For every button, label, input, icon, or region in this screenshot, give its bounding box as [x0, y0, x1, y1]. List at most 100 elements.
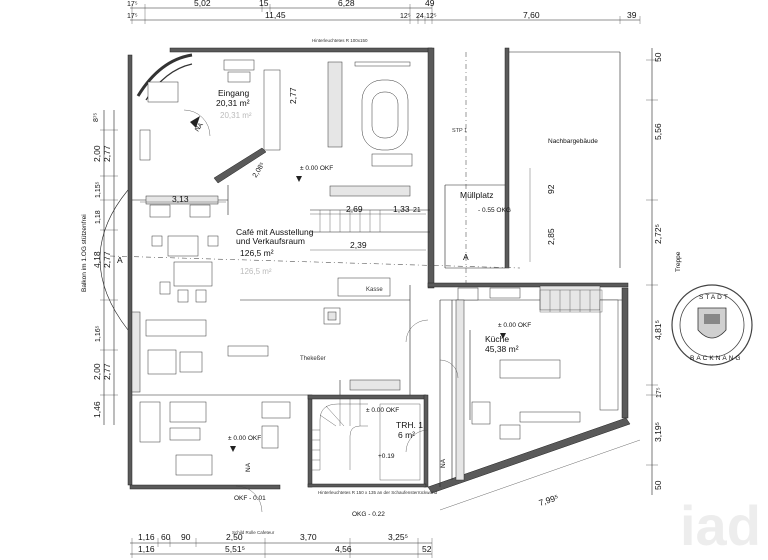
okf-label-1: ± 0.00 OKF: [300, 165, 333, 172]
okf-label-4: ± 0.00 OKF: [366, 407, 399, 414]
section-line: A A: [109, 52, 521, 285]
room-labels: Eingang 20,31 m² 20,31 m² Café mit Ausst…: [216, 88, 682, 440]
room-kueche-area: 45,38 m²: [485, 344, 519, 354]
door-swings: [183, 109, 459, 513]
dim-inner-3: 3,13: [172, 194, 189, 204]
dim-inner-8: 92: [546, 184, 556, 194]
dim-inner-7: 2,39: [350, 240, 367, 250]
room-kasse: Kasse: [366, 287, 383, 293]
dim-right-1: 50: [653, 52, 663, 62]
dim-bottom-2: 60: [161, 532, 171, 542]
dim-top-9: 24: [416, 13, 424, 20]
dim-top-7: 11,45: [265, 10, 286, 20]
dim-left-5: 1,18: [95, 210, 102, 224]
dim-top-12: 39: [627, 10, 637, 20]
dim-inner-5: 1,33: [393, 204, 410, 214]
dim-left-1: 8⁷⁵: [93, 113, 100, 122]
walls: [127, 47, 631, 494]
room-eingang-area: 20,31 m²: [216, 98, 250, 108]
dim-inner-6: 21: [413, 207, 421, 214]
room-theke: Thekeßer: [300, 356, 326, 362]
dim-bottom-1: 1,16: [138, 532, 155, 542]
dim-top-6: 17⁵: [127, 13, 138, 20]
dim-top-4: 6,28: [338, 0, 355, 8]
dim-bottom-7: 1,16: [138, 544, 155, 554]
room-cafe-name: Café mit Ausstellung und Verkaufsraum: [236, 228, 314, 246]
dim-left-10: 2,77: [102, 363, 112, 380]
dim-left-8: 1,16⁵: [95, 325, 102, 342]
dim-top-11: 7,60: [523, 10, 540, 20]
dim-top-2: 5,02: [194, 0, 211, 8]
top-dimension-chains: 17⁵ 5,02 15 6,28 49 17⁵ 11,45 12⁵ 24 12⁵…: [127, 0, 641, 24]
na-label-3: NA: [440, 458, 447, 468]
okf-minus-label: OKF - 0.01: [234, 495, 266, 502]
dim-left-11: 1,46: [92, 401, 102, 418]
dim-left-6: 4,18: [92, 251, 102, 268]
watermark-logo: iad: [680, 494, 761, 557]
hinterleuchtet-bottom: Hinterleuchtetes R 150 x 135 an der Scha…: [318, 490, 438, 495]
steps-center: [319, 210, 381, 232]
dim-right-5: 17⁵: [656, 387, 663, 398]
okf-label-3: ± 0.00 OKF: [228, 435, 261, 442]
section-a-right: A: [463, 252, 469, 262]
dim-bottom-3: 90: [181, 532, 191, 542]
dim-inner-1: 2,77: [288, 87, 298, 104]
dim-top-5: 49: [425, 0, 435, 8]
section-a-left: A: [117, 255, 123, 265]
dim-bottom-10: 52: [422, 544, 432, 554]
hinterleuchtet-top: Hinterleuchtetes R 100x150: [312, 38, 368, 43]
level-labels: ± 0.00 OKF ± 0.00 OKF ± 0.00 OKF ± 0.00 …: [194, 38, 531, 535]
dim-bottom-4: 2,50: [226, 532, 243, 542]
left-dimension-chain: 8⁷⁵ 2,77 2,00 1,15⁵ 1,18 4,18 2,77 1,16⁵…: [92, 110, 118, 425]
room-cafe-area-ghost: 126,5 m²: [240, 267, 272, 276]
dim-left-2: 2,77: [102, 145, 112, 162]
dim-bottom-8: 5,51⁵: [225, 544, 245, 554]
room-cafe-area: 126,5 m²: [240, 248, 274, 258]
room-muellplatz: Müllplatz: [460, 190, 494, 200]
dim-left-4: 1,15⁵: [95, 181, 102, 198]
schild-label: Schild Rolle Cafeteur: [232, 530, 275, 535]
dim-top-8: 12⁵: [400, 13, 411, 20]
okg-label: - 0.55 OKG: [478, 207, 511, 214]
right-dimension-chain: 50 5,56 2,72⁵ 4,81⁵ 17⁵ 3,19⁵ 50: [646, 48, 663, 495]
city-stamp: STADT BACKNANG: [671, 284, 753, 366]
dim-top-3: 15: [259, 0, 269, 8]
stp-label: STP 1: [452, 128, 467, 134]
dim-bottom-9: 4,56: [335, 544, 352, 554]
room-trh-name: TRH. 1: [396, 420, 423, 430]
room-eingang-name: Eingang: [218, 88, 249, 98]
stamp-top: STADT: [699, 294, 730, 301]
dim-right-4: 4,81⁵: [653, 320, 663, 340]
okg-minus-label: OKG - 0.22: [352, 511, 385, 518]
dim-bottom-5: 3,70: [300, 532, 317, 542]
room-kueche-name: Küche: [485, 334, 509, 344]
dim-bottom-6: 3,25⁵: [388, 532, 408, 542]
level-markers: [190, 116, 506, 452]
dim-left-3: 2,00: [92, 145, 102, 162]
room-treppe: Treppe: [675, 251, 682, 272]
bottom-dimension-chains: 1,16 60 90 2,50 3,70 3,25⁵ 1,16 5,51⁵ 4,…: [130, 532, 433, 558]
dim-inner-4: 2,69: [346, 204, 363, 214]
dim-inner-2: 2,08⁵: [252, 161, 267, 179]
na-label-1: NA: [194, 121, 205, 133]
room-nachbargebaeude: Nachbargebäude: [548, 138, 598, 145]
furniture: [131, 59, 619, 481]
dim-right-7: 50: [653, 480, 663, 490]
stamp-bottom: BACKNANG: [690, 355, 742, 362]
okf-label-2: ± 0.00 OKF: [498, 322, 531, 329]
room-cafe-name-wrap: Café mit Ausstellung und Verkaufsraum: [236, 228, 314, 246]
dim-top-10: 12⁵: [426, 13, 437, 20]
staircase-kitchen: [539, 289, 603, 313]
balkon-outline: Balkon im 1.OG stützenfrei: [81, 189, 129, 331]
dim-right-3: 2,72⁵: [653, 224, 663, 244]
na-label-2: NA: [245, 462, 252, 472]
balkon-label: Balkon im 1.OG stützenfrei: [81, 214, 88, 292]
dim-left-7: 2,77: [102, 251, 112, 268]
room-eingang-area-ghost: 20,31 m²: [220, 111, 252, 120]
dim-inner-10: 7,99⁵: [538, 492, 560, 508]
dim-left-9: 2,00: [92, 363, 102, 380]
plus-019-label: +0.19: [378, 453, 395, 460]
dim-right-2: 5,56: [653, 123, 663, 140]
dim-right-6: 3,19⁵: [653, 422, 663, 442]
